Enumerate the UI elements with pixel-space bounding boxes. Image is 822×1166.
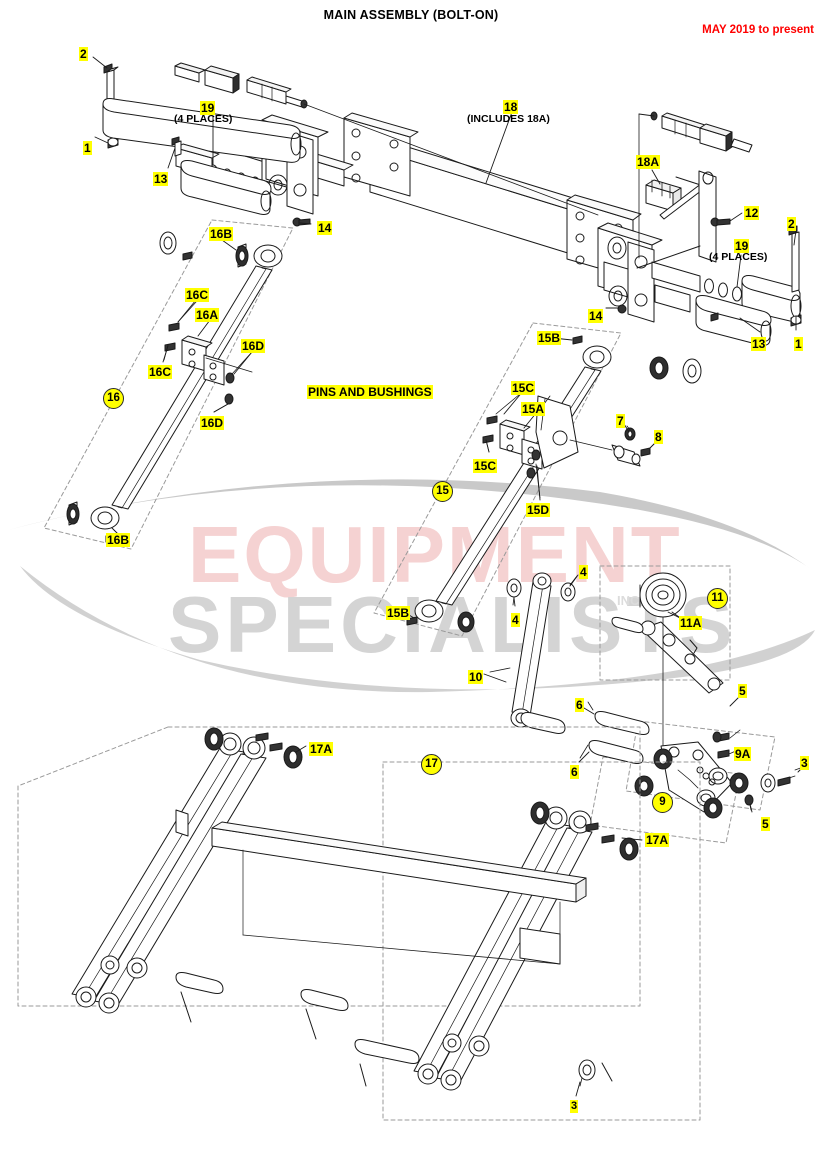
part-17-cross-tube <box>211 821 587 965</box>
callout-15d: 15D <box>526 503 551 517</box>
callout-13-left: 13 <box>153 172 169 186</box>
callout-9a: 9A <box>734 747 752 761</box>
callout-16c-bot: 16C <box>148 365 173 379</box>
cylinder-assembly-left <box>174 62 599 216</box>
note-4-places-right: (4 PLACES) <box>709 251 768 263</box>
linkage-arm-right <box>636 170 717 269</box>
pulley-bracket-arm <box>611 616 724 753</box>
callout-1-left: 1 <box>83 141 92 155</box>
group-badge-11: 11 <box>707 588 728 609</box>
part-6-pins <box>579 701 650 764</box>
callout-16b-top: 16B <box>209 227 234 241</box>
group-badge-9: 9 <box>652 792 673 813</box>
part-17-left-beam <box>71 732 267 1014</box>
callout-2-left: 2 <box>79 47 88 61</box>
callout-11a: 11A <box>679 616 703 630</box>
roller-tube-left <box>102 98 302 163</box>
cylinder-assembly-right <box>638 111 753 259</box>
part-17-lower-pins <box>175 972 420 1087</box>
callout-4-bot: 4 <box>511 613 520 627</box>
callout-18a: 18A <box>636 155 661 169</box>
group-badge-15: 15 <box>432 481 453 502</box>
callout-3-mid: 3 <box>800 756 809 770</box>
callout-19-left: 19 <box>200 101 216 115</box>
part-15c-15d-fasteners <box>482 393 551 499</box>
callout-15b-top: 15B <box>537 331 562 345</box>
note-4-places-left: (4 PLACES) <box>174 113 233 125</box>
group-16-boundary <box>43 219 294 550</box>
callout-19-right: 19 <box>734 239 750 253</box>
callout-6-top: 6 <box>575 698 584 712</box>
note-includes-18a: (INCLUDES 18A) <box>467 113 550 125</box>
group-11-boundary <box>599 565 731 681</box>
part-10-arm <box>489 572 552 728</box>
callout-8: 8 <box>654 430 663 444</box>
part-4-washers <box>506 575 578 606</box>
callout-10: 10 <box>468 670 484 684</box>
pin-under-10 <box>520 712 566 734</box>
callout-15c-top: 15C <box>511 381 536 395</box>
part-3-bottom-washer <box>578 1059 613 1087</box>
part-12-fastener <box>710 212 743 227</box>
callout-17a-top: 17A <box>309 742 334 756</box>
part-17a-bushings <box>204 727 639 861</box>
callout-2-right: 2 <box>787 217 796 231</box>
group-badge-17: 17 <box>421 754 442 775</box>
callout-16a: 16A <box>195 308 220 322</box>
page-title: MAIN ASSEMBLY (BOLT-ON) <box>323 8 499 22</box>
callout-14-left: 14 <box>317 221 333 235</box>
group-16-arm <box>90 244 283 530</box>
group-15-arm <box>414 345 612 623</box>
callout-17a-bot: 17A <box>645 833 670 847</box>
part-17-right-beam <box>413 806 593 1091</box>
date-range-note: MAY 2019 to present <box>702 24 814 36</box>
section-heading-pins-bushings: PINS AND BUSHINGS <box>307 385 433 399</box>
group-badge-16: 16 <box>103 388 124 409</box>
group-17-boundary <box>17 726 701 1121</box>
part-11a-pulley <box>639 572 687 622</box>
callout-5-bot: 5 <box>761 817 770 831</box>
callout-13-right: 13 <box>751 337 767 351</box>
callout-15c-bot: 15C <box>473 459 498 473</box>
callout-16b-bot: 16B <box>106 533 131 547</box>
part-5-9a-3-fasteners <box>712 729 796 811</box>
callout-3-bot: 3 <box>570 1100 579 1113</box>
callout-4-top: 4 <box>579 565 588 579</box>
part-2-pin-right <box>788 225 800 293</box>
callout-7: 7 <box>616 414 625 428</box>
callout-18: 18 <box>503 100 519 114</box>
part-13-leg-right <box>654 284 772 346</box>
callout-6-bot: 6 <box>570 765 579 779</box>
callout-16d-bot: 16D <box>200 416 225 430</box>
callout-15b-bot: 15B <box>386 606 411 620</box>
callout-14-right: 14 <box>588 309 604 323</box>
callout-1-right: 1 <box>794 337 803 351</box>
callout-16c-top: 16C <box>185 288 210 302</box>
group-15-boundary <box>373 322 622 637</box>
part-16b-bushings <box>66 231 249 543</box>
callout-16d-top: 16D <box>241 339 266 353</box>
callout-12: 12 <box>744 206 760 220</box>
part-14-fastener-right <box>605 304 627 314</box>
callout-5-top: 5 <box>738 684 747 698</box>
part-7-8-group <box>569 425 658 467</box>
part-13-leg-left <box>171 136 272 215</box>
callout-15a: 15A <box>521 402 546 416</box>
part-14-fastener-left <box>292 217 311 227</box>
